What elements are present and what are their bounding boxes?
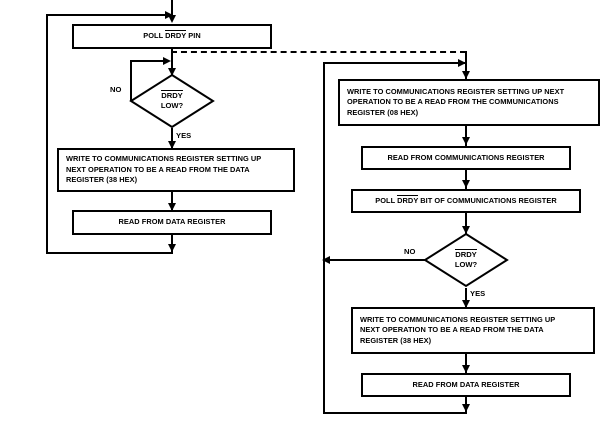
left-no-label: NO: [110, 85, 122, 94]
node-write-comms-data-right-label: WRITE TO COMMUNICATIONS REGISTER SETTING…: [360, 314, 556, 345]
left-no-loop-arrowhead: [163, 56, 171, 65]
right-readcomms-to-poll-line: [465, 170, 467, 189]
left-loop-return-horizontal-line: [46, 252, 172, 254]
right-loop-return-horizontal-line: [323, 412, 466, 414]
right-write-to-readcomms-arrowhead: [461, 137, 470, 145]
right-return-vertical-line: [323, 62, 325, 414]
right-no-label: NO: [404, 247, 416, 256]
right-readcomms-to-poll-arrowhead: [461, 180, 470, 188]
node-read-data-register-left-label: READ FROM DATA REGISTER: [118, 217, 226, 227]
poll-drdy-pin-entry-line: [171, 0, 173, 16]
left-write-to-read-line: [171, 192, 173, 212]
right-return-top-horizontal-line: [323, 62, 465, 64]
right-yes-label: YES: [470, 289, 486, 298]
right-yes-arrowhead: [461, 300, 470, 308]
node-read-comms-register-right-label: READ FROM COMMUNICATIONS REGISTER: [387, 152, 545, 162]
node-write-comms-data-right[interactable]: WRITE TO COMMUNICATIONS REGISTER SETTING…: [351, 307, 595, 354]
poll-to-decision-arrowhead: [167, 68, 176, 76]
left-yes-label: YES: [176, 131, 192, 140]
right-yes-line: [465, 288, 467, 309]
left-loop-return-arrowhead: [167, 244, 176, 252]
dashed-transition-line: [171, 51, 466, 53]
node-read-data-register-left[interactable]: READ FROM DATA REGISTER: [72, 210, 272, 235]
left-no-loop-horizontal-line: [130, 60, 168, 62]
node-poll-drdy-pin[interactable]: POLL DRDY PIN: [72, 24, 272, 49]
node-poll-drdy-pin-label: POLL DRDY PIN: [143, 30, 201, 41]
left-return-vertical-line: [46, 14, 48, 254]
node-poll-drdy-bit-right[interactable]: POLL DRDY BIT OF COMMUNICATIONS REGISTER: [351, 189, 581, 213]
right-poll-to-decision-arrowhead: [461, 226, 470, 234]
right-poll-to-decision-line: [465, 213, 467, 234]
left-return-top-arrowhead: [165, 10, 173, 19]
node-decision-drdy-low-left[interactable]: DRDY LOW?: [129, 73, 215, 129]
left-return-top-horizontal-line: [46, 14, 168, 16]
left-yes-line: [171, 128, 173, 150]
right-no-horizontal-line: [329, 259, 425, 261]
decision-left-line1: DRDY: [129, 90, 215, 101]
dashed-transition-down-line: [465, 51, 467, 79]
right-write-to-read-arrowhead: [461, 365, 470, 373]
left-no-loop-vertical-line: [130, 60, 132, 101]
dashed-transition-arrowhead: [461, 71, 470, 79]
node-write-comms-data-left[interactable]: WRITE TO COMMUNICATIONS REGISTER SETTING…: [57, 148, 295, 192]
drdy-overline-right: DRDY: [455, 249, 477, 259]
node-write-comms-data-left-label: WRITE TO COMMUNICATIONS REGISTER SETTING…: [66, 154, 262, 185]
drdy-overline-left: DRDY: [161, 90, 183, 100]
decision-left-line2: LOW?: [160, 101, 184, 110]
left-write-to-read-arrowhead: [167, 203, 176, 211]
right-return-top-arrowhead: [458, 58, 466, 67]
node-read-comms-register-right[interactable]: READ FROM COMMUNICATIONS REGISTER: [361, 146, 571, 170]
decision-right-line1: DRDY: [423, 249, 509, 260]
drdy-overline-signal: DRDY: [165, 30, 187, 41]
node-poll-drdy-bit-right-label: POLL DRDY BIT OF COMMUNICATIONS REGISTER: [375, 194, 557, 205]
right-no-arrowhead: [322, 255, 330, 264]
right-loop-return-arrowhead: [461, 404, 470, 412]
decision-right-line2: LOW?: [454, 260, 478, 269]
node-write-comms-comms-right[interactable]: WRITE TO COMMUNICATIONS REGISTER SETTING…: [338, 79, 600, 126]
node-decision-drdy-low-right[interactable]: DRDY LOW?: [423, 232, 509, 288]
diamond-shape-left: [129, 73, 215, 129]
node-write-comms-comms-right-label: WRITE TO COMMUNICATIONS REGISTER SETTING…: [347, 86, 565, 117]
diamond-shape-right: [423, 232, 509, 288]
drdy-overline-right-bit: DRDY: [397, 194, 419, 205]
left-yes-arrowhead: [167, 141, 176, 149]
poll-drdy-pin-entry-arrowhead: [167, 15, 176, 23]
poll-to-decision-line: [171, 49, 173, 75]
right-write-to-read-line: [465, 354, 467, 374]
node-read-data-register-right-label: READ FROM DATA REGISTER: [412, 379, 520, 389]
node-read-data-register-right[interactable]: READ FROM DATA REGISTER: [361, 373, 571, 397]
right-write-to-readcomms-line: [465, 126, 467, 146]
